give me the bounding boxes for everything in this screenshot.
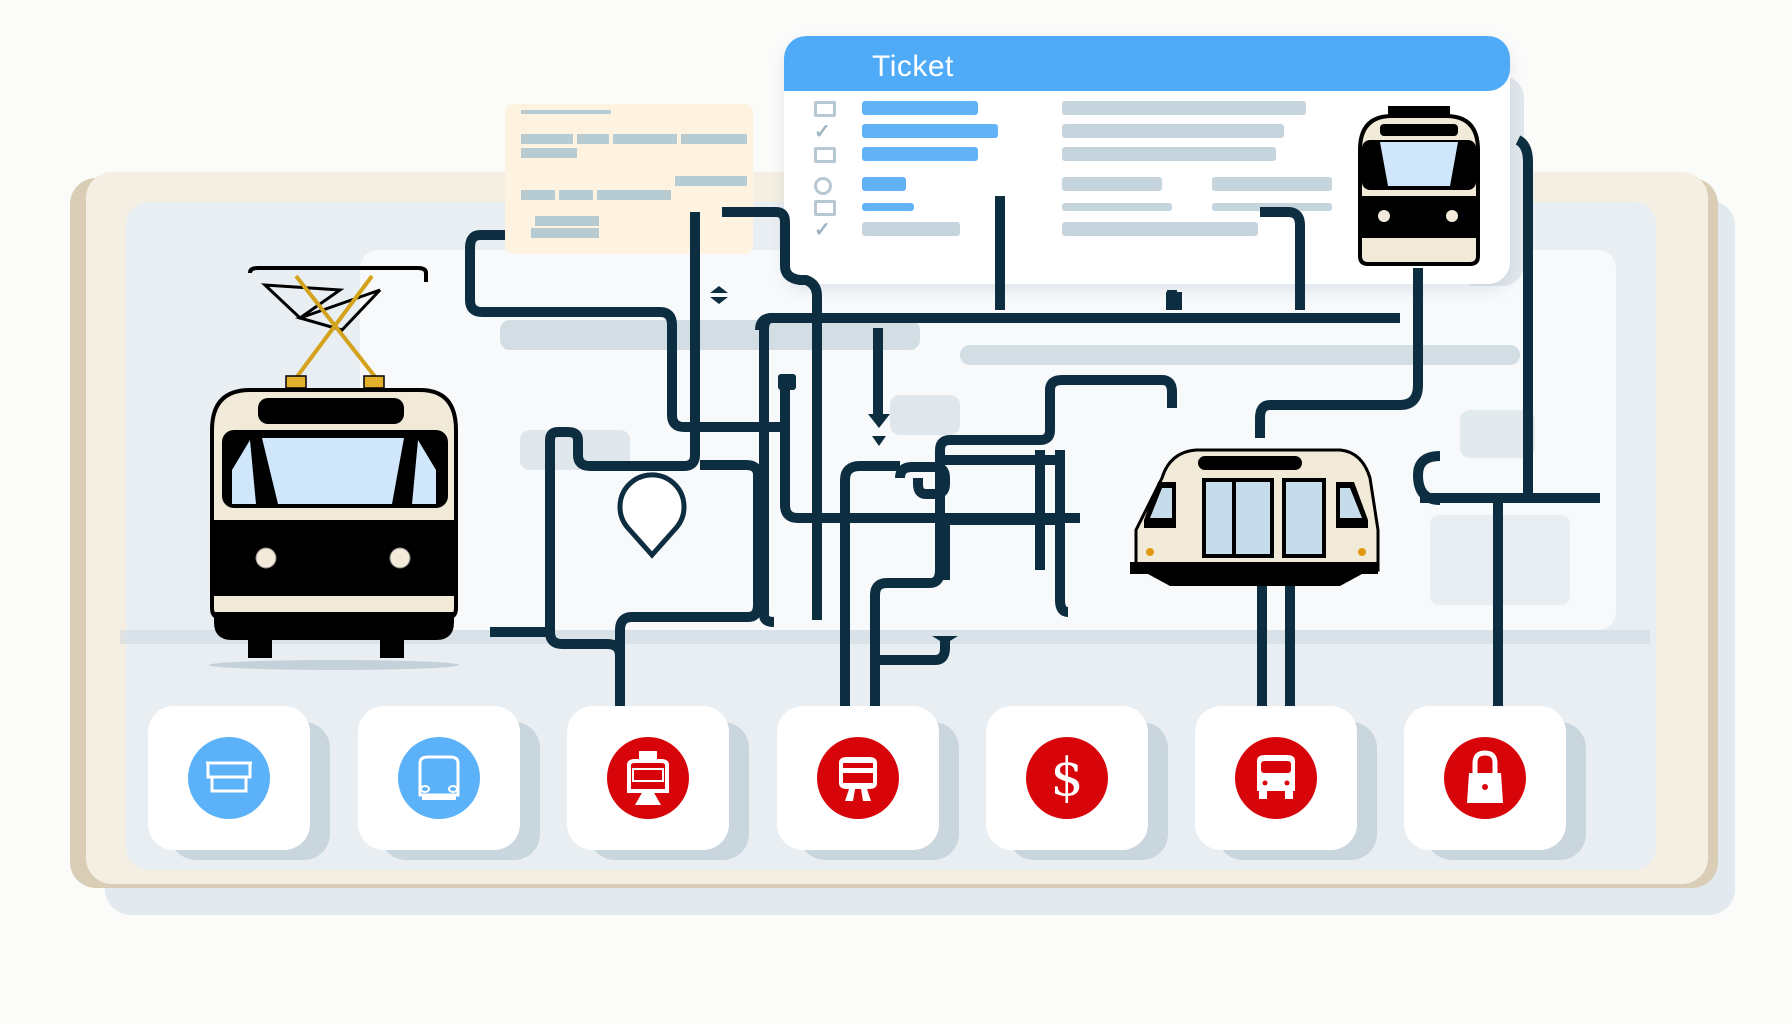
ticket-row[interactable]: ✓ — [814, 121, 1374, 143]
ghost-bar — [890, 395, 960, 435]
note-line — [613, 134, 677, 144]
checkbox[interactable] — [814, 200, 836, 216]
note-line — [521, 148, 577, 158]
checkmark-icon[interactable]: ✓ — [814, 219, 831, 241]
tram-card[interactable] — [148, 706, 310, 850]
train-front-icon — [607, 737, 689, 819]
bus-card[interactable] — [358, 706, 520, 850]
checkbox[interactable] — [814, 147, 836, 163]
ticket-field-label — [862, 177, 906, 191]
line-terminal — [778, 374, 796, 390]
line-c — [545, 427, 700, 706]
ticket-field-value — [1062, 147, 1276, 161]
note-line — [675, 176, 747, 186]
line-a — [465, 230, 790, 432]
train-card-wrap — [567, 706, 749, 860]
ticket-field-value — [1062, 101, 1306, 115]
ticket-note — [505, 104, 753, 254]
line-p — [1260, 207, 1305, 310]
line-h — [780, 378, 1080, 523]
ticket-tram-illustration — [1358, 106, 1480, 266]
line-g2 — [759, 313, 775, 627]
ghost-bar — [500, 320, 920, 350]
coach-card[interactable] — [1195, 706, 1357, 850]
note-line — [559, 190, 593, 200]
ticket-header: Ticket — [784, 36, 1510, 91]
line-f — [722, 207, 822, 620]
note-line — [577, 134, 609, 144]
note-line — [521, 134, 573, 144]
bus-front-icon — [398, 737, 480, 819]
note-line — [521, 110, 611, 114]
note-line — [597, 190, 671, 200]
ticket-field-value — [1212, 177, 1332, 191]
train-card[interactable] — [567, 706, 729, 850]
arrow-down-icon — [868, 414, 890, 446]
note-line — [535, 216, 599, 226]
checkmark-icon[interactable]: ✓ — [814, 121, 831, 143]
ticket-field-value — [1062, 203, 1172, 211]
line-g — [755, 313, 1400, 331]
line-j — [840, 461, 900, 706]
line-n — [875, 636, 950, 665]
metro-icon — [817, 737, 899, 819]
ticket-row[interactable] — [814, 147, 1374, 165]
line-s — [1413, 135, 1600, 505]
arrow-marker-icon — [710, 286, 728, 304]
line-r — [1255, 268, 1423, 438]
ticket-field-label — [862, 203, 914, 211]
ticket-row[interactable] — [814, 101, 1374, 119]
monorail-illustration — [1130, 448, 1380, 586]
dollar-icon: $ — [1026, 737, 1108, 819]
tram-front-icon — [188, 737, 270, 819]
fare-card[interactable]: $ — [986, 706, 1148, 850]
note-line — [531, 228, 599, 238]
coach-bus-icon — [1235, 737, 1317, 819]
checkbox[interactable] — [814, 101, 836, 117]
line-m — [1055, 450, 1069, 617]
line-k — [870, 375, 1177, 706]
ticket-field-label — [862, 147, 978, 161]
metro-card-wrap — [777, 706, 959, 860]
line-grid — [945, 455, 1060, 525]
line-e — [615, 460, 763, 656]
fare-card-wrap: $ — [986, 706, 1168, 860]
line-u — [1257, 585, 1295, 706]
location-pin-icon — [617, 472, 687, 559]
ticket-field-value — [1062, 177, 1162, 191]
metro-card[interactable] — [777, 706, 939, 850]
ticket-title: Ticket — [872, 50, 954, 83]
ticket-row[interactable]: ✓ — [814, 219, 1374, 241]
ghost-bar — [960, 345, 1520, 365]
line-l — [940, 450, 1045, 580]
ghost-bar — [1460, 410, 1535, 458]
arrow-marker-icon — [932, 636, 958, 644]
ticket-row[interactable] — [814, 177, 1374, 195]
locker-card-wrap — [1404, 706, 1586, 860]
note-line — [681, 134, 747, 144]
ticket-field-label — [862, 124, 998, 138]
coach-card-wrap — [1195, 706, 1377, 860]
padlock-icon — [1444, 737, 1526, 819]
line-terminal — [1166, 292, 1182, 310]
locker-card[interactable] — [1404, 706, 1566, 850]
badge-icon[interactable] — [814, 177, 832, 195]
ticket-field-label — [862, 101, 978, 115]
note-line — [521, 190, 555, 200]
tram-illustration — [209, 266, 459, 670]
bus-card-wrap — [358, 706, 540, 860]
ticket-field-label — [862, 222, 960, 236]
ticket-field-value — [1062, 222, 1258, 236]
ticket-field-value — [1062, 124, 1284, 138]
tram-card-wrap — [148, 706, 330, 860]
